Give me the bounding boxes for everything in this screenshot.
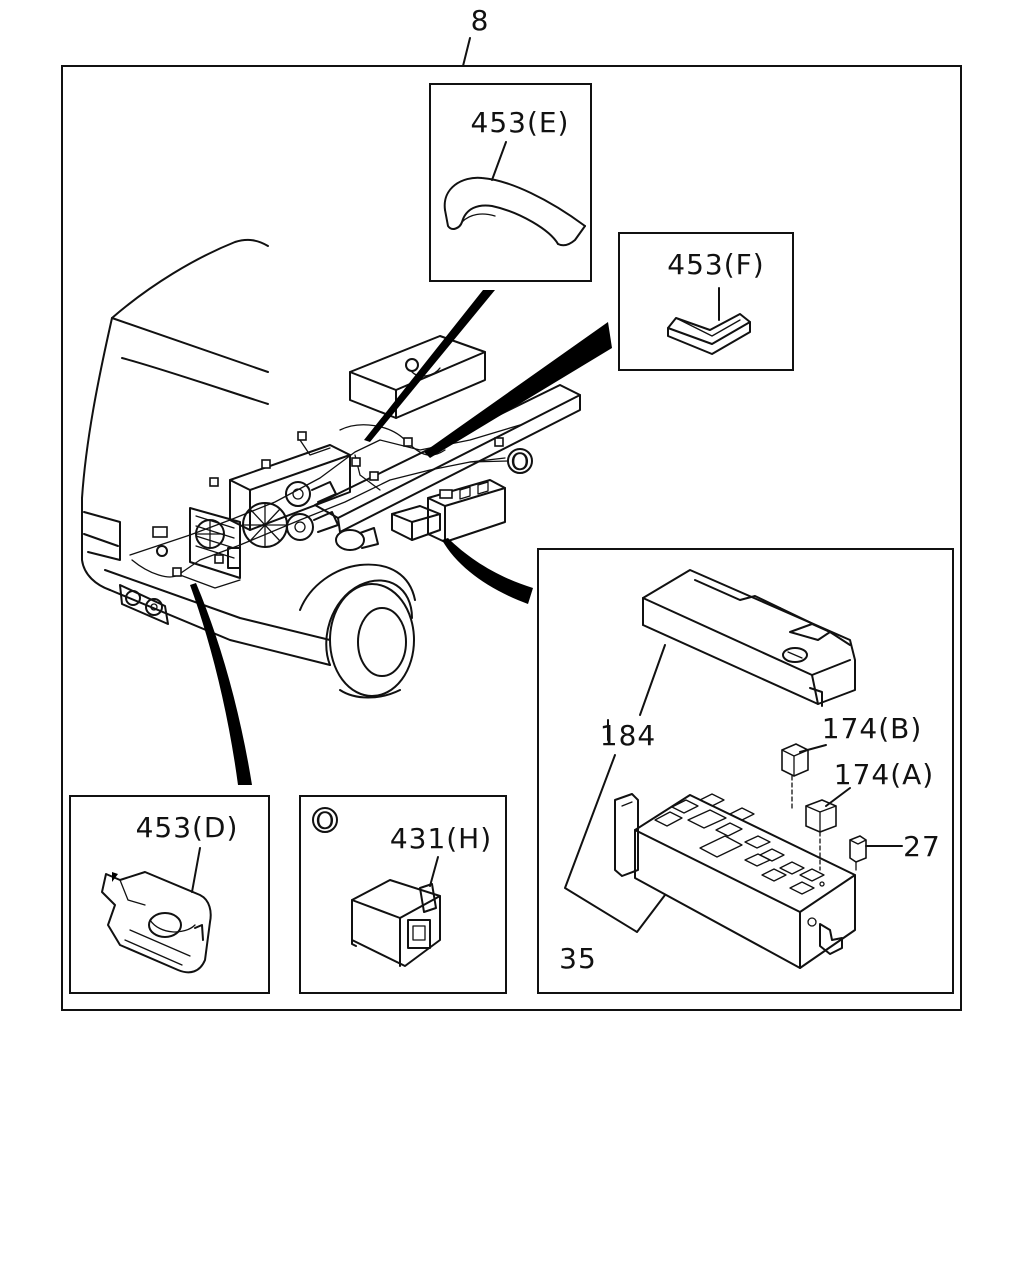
pointer-to-453d (190, 583, 252, 785)
harness-cover-e-icon (443, 176, 586, 247)
pointer-to-453f (424, 322, 612, 458)
detail-marker-box (312, 807, 338, 833)
callout-main: 8 (471, 4, 490, 37)
vehicle-engine-bay (81, 238, 581, 699)
callout-35: 35 (559, 942, 597, 975)
svg-text:453(E): 453(E) (471, 106, 570, 139)
svg-text:453(D): 453(D) (136, 811, 239, 844)
svg-text:453(F): 453(F) (667, 248, 764, 281)
callout-174a: 174(A) (834, 758, 934, 791)
main-frame (61, 65, 962, 1011)
box-431h: O 431(H) (299, 795, 507, 994)
fuse-box-base-icon (614, 793, 856, 969)
box-fusebox: 184 35 174(B) 174(A) 27 (537, 548, 954, 994)
fuse-box-lid-icon (642, 569, 856, 707)
pointer-to-fusebox (442, 538, 533, 604)
pointer-to-453e (364, 290, 495, 442)
harness-cover-f-icon (667, 313, 751, 355)
box-453f: 453(F) (618, 232, 794, 371)
svg-text:O: O (316, 807, 335, 835)
svg-text:O: O (511, 448, 530, 476)
relay-a-icon (805, 799, 837, 871)
box-453d: 453(D) (69, 795, 270, 994)
detail-marker-vehicle: O (469, 448, 533, 476)
harness-cover-d-icon (101, 871, 212, 974)
leader-main (462, 37, 471, 67)
svg-text:431(H): 431(H) (390, 822, 492, 855)
connector-431h-icon (351, 879, 441, 967)
callout-174b: 174(B) (822, 712, 923, 745)
fuse-27-icon (849, 835, 867, 871)
box-453e: 453(E) (429, 83, 592, 282)
callout-27: 27 (903, 830, 941, 863)
callout-184: 184 (600, 719, 656, 752)
